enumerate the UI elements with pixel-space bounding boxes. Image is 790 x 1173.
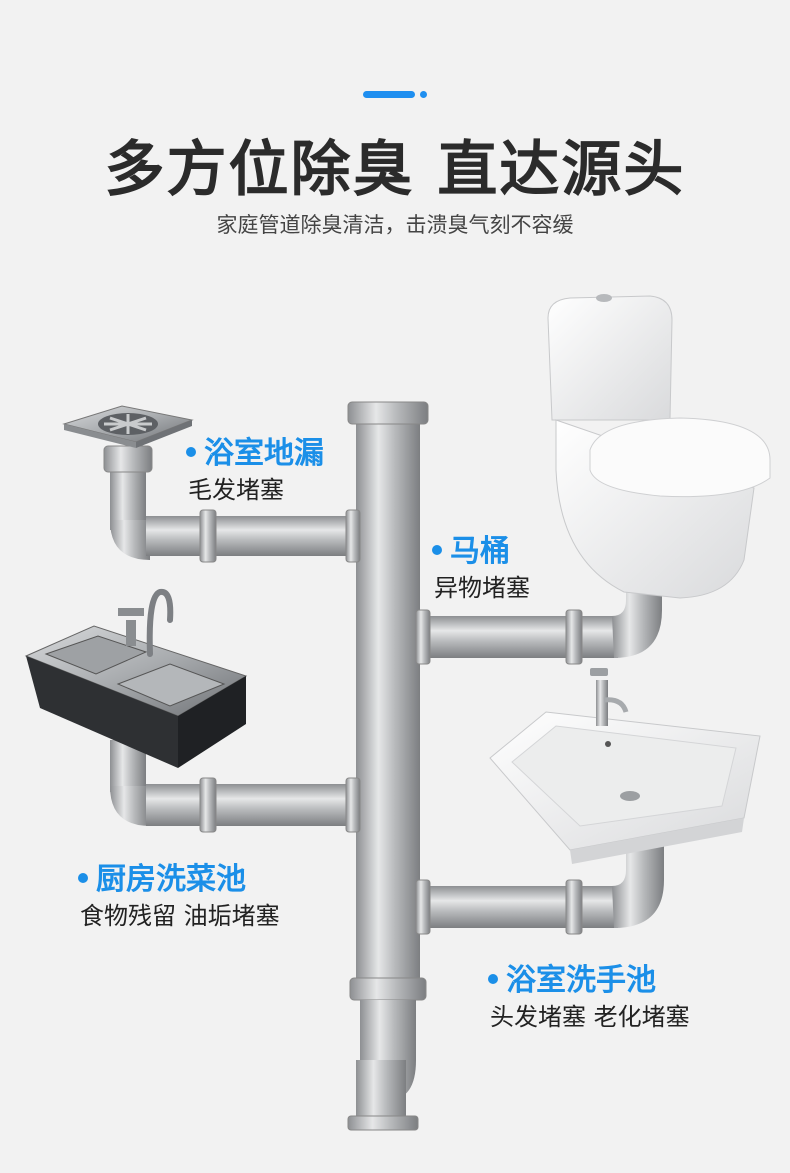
wash-basin-branch (415, 840, 664, 935)
wash-basin-label: 浴室洗手池 (488, 963, 690, 999)
decorative-bar (363, 91, 415, 98)
callout-kitchen-sink: 厨房洗菜池 食物残留 油垢堵塞 (78, 862, 280, 931)
main-drain-pipe (347, 401, 429, 1131)
floor-drain-label: 浴室地漏 (186, 436, 324, 472)
callout-floor-drain: 浴室地漏 毛发堵塞 (186, 436, 324, 505)
toilet-desc: 异物堵塞 (434, 574, 530, 602)
kitchen-sink (24, 588, 248, 768)
page-title: 多方位除臭 直达源头 (104, 135, 686, 205)
floor-drain-desc: 毛发堵塞 (188, 476, 284, 504)
floor-drain-branch (103, 445, 361, 563)
kitchen-sink-label: 厨房洗菜池 (78, 862, 280, 898)
callout-toilet: 马桶 异物堵塞 (432, 534, 530, 603)
toilet (547, 294, 771, 599)
toilet-label: 马桶 (432, 534, 530, 570)
decorative-dot (420, 91, 427, 98)
callout-wash-basin: 浴室洗手池 头发堵塞 老化堵塞 (488, 963, 690, 1032)
wash-basin-desc: 头发堵塞 老化堵塞 (490, 1003, 690, 1031)
floor-drain (62, 405, 194, 448)
kitchen-sink-branch (110, 740, 361, 833)
toilet-branch (415, 590, 662, 665)
wash-basin (489, 668, 761, 864)
kitchen-sink-desc: 食物残留 油垢堵塞 (80, 902, 280, 930)
page-subtitle: 家庭管道除臭清洁，击溃臭气刻不容缓 (216, 213, 574, 237)
